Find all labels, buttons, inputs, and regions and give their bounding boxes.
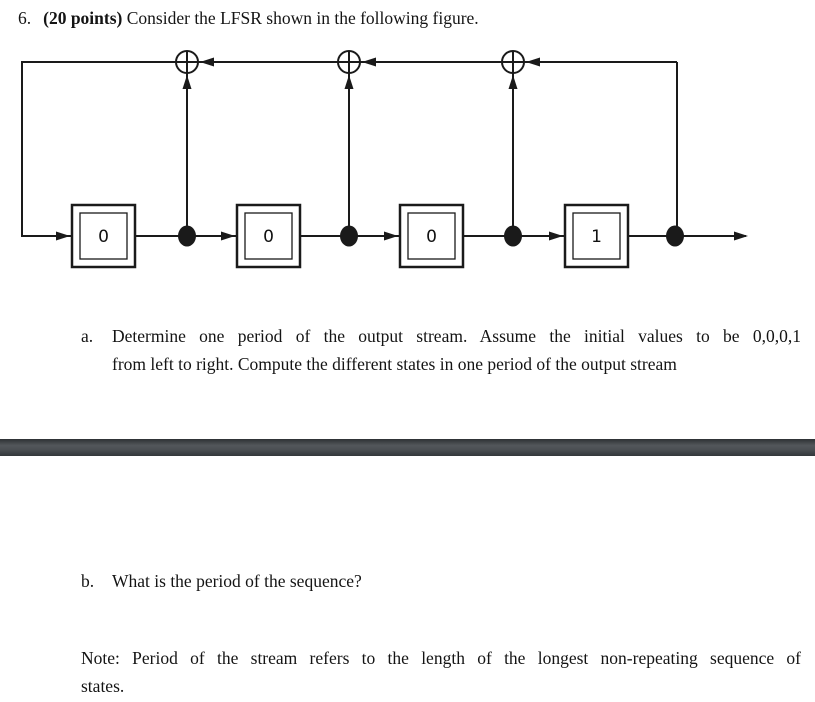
question-b-label: b. (81, 571, 95, 591)
problem-title-text: Consider the LFSR shown in the following… (126, 8, 479, 28)
register-value-1: 0 (98, 227, 109, 247)
problem-number: 6. (18, 8, 32, 28)
register-value-2: 0 (263, 227, 274, 247)
note-line1: Note: Period of the stream refers to the… (81, 648, 801, 668)
arrowheads (56, 57, 748, 241)
register-box-1: 0 (70, 203, 137, 269)
register-box-2: 0 (235, 203, 302, 269)
register-value-3: 0 (426, 227, 437, 247)
question-b-text: What is the period of the sequence? (112, 571, 362, 591)
note: Note: Period of the stream refers to the… (81, 645, 801, 700)
register-value-4: 1 (591, 227, 602, 247)
output-arrow (734, 231, 748, 241)
page-divider-bar (0, 439, 815, 456)
problem-title: 6. (20 points) Consider the LFSR shown in… (18, 8, 479, 29)
xor-gate-icon-2 (337, 50, 361, 74)
xor-gate-icon-3 (501, 50, 525, 74)
xor-gate-icon-1 (175, 50, 199, 74)
problem-points: (20 points) (43, 8, 123, 28)
lfsr-figure: 0 0 0 1 (21, 50, 748, 269)
question-a-line2: from left to right. Compute the differen… (112, 353, 677, 374)
tap-nodes (178, 225, 684, 247)
question-a: a. Determine one period of the output st… (81, 323, 801, 378)
question-a-label: a. (81, 326, 94, 346)
question-b: b. What is the period of the sequence? (81, 568, 362, 596)
register-box-3: 0 (398, 203, 465, 269)
tap-wires (186, 73, 514, 236)
register-box-4: 1 (563, 203, 630, 269)
question-a-line1: Determine one period of the output strea… (112, 326, 801, 346)
note-line2: states. (81, 675, 125, 696)
